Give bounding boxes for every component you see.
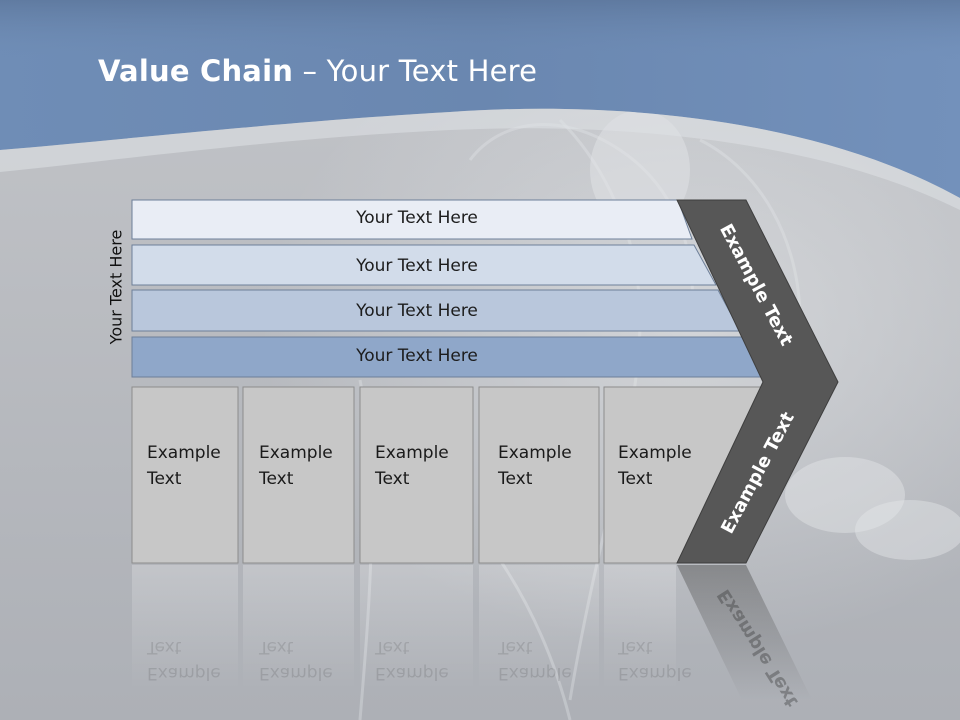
activity-box-reflections: [132, 565, 676, 690]
activity-box-4-line-2: Text: [498, 469, 533, 489]
support-activities-label: Your Text Here: [106, 229, 126, 345]
support-band-2-label: Your Text Here: [356, 256, 478, 276]
activity-box-4-line-1: Example: [498, 443, 572, 463]
support-band-2: [131, 244, 717, 286]
support-band-3-label: Your Text Here: [356, 301, 478, 321]
activity-box-3-label: Example Text: [375, 440, 449, 492]
activity-box-1-label: Example Text: [147, 440, 221, 492]
activity-box-2-label: Example Text: [259, 440, 333, 492]
activity-box-5-line-1: Example: [618, 443, 692, 463]
activity-box-3: [359, 386, 474, 564]
activity-box-2: [242, 386, 355, 564]
activity-box-3-line-1: Example: [375, 443, 449, 463]
margin-chevron: [676, 199, 839, 564]
title-rest: – Your Text Here: [293, 54, 538, 88]
activity-box-4: [478, 386, 600, 564]
activity-box-4-label: Example Text: [498, 440, 572, 492]
activity-box-2-line-1: Example: [259, 443, 333, 463]
activity-box-1-line-2: Text: [147, 469, 182, 489]
title-bold: Value Chain: [98, 54, 294, 88]
margin-chevron-reflection: [677, 565, 812, 700]
activity-box-1-line-1: Example: [147, 443, 221, 463]
activity-box-1: [131, 386, 239, 564]
activity-box-2-line-2: Text: [259, 469, 294, 489]
support-band-1: [131, 199, 693, 240]
activity-box-5-line-2: Text: [618, 469, 653, 489]
page-title: Value Chain – Your Text Here: [98, 54, 537, 88]
activity-box-3-line-2: Text: [375, 469, 410, 489]
activity-box-5-label: Example Text: [618, 440, 692, 492]
support-band-4-label: Your Text Here: [356, 346, 478, 366]
support-band-1-label: Your Text Here: [356, 208, 478, 228]
